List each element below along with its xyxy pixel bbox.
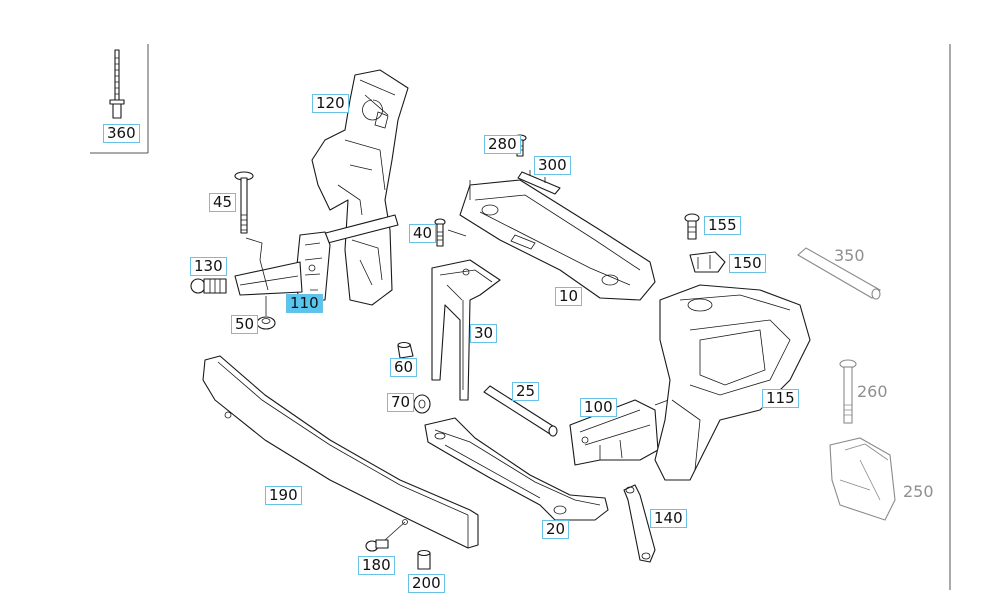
part-60-sleeve-drawing bbox=[397, 341, 414, 359]
callout-100[interactable]: 100 bbox=[580, 398, 617, 417]
diagram-frame bbox=[90, 44, 951, 590]
callout-40[interactable]: 40 bbox=[409, 224, 437, 243]
callout-25[interactable]: 25 bbox=[512, 382, 540, 401]
part-45-bolt-drawing bbox=[234, 171, 269, 291]
callout-50[interactable]: 50 bbox=[231, 315, 259, 334]
part-180-bolt-drawing bbox=[365, 539, 389, 552]
part-70-nut-drawing bbox=[413, 394, 431, 414]
callout-140[interactable]: 140 bbox=[650, 509, 687, 528]
callout-120[interactable]: 120 bbox=[312, 94, 349, 113]
part-40-bolt-drawing bbox=[434, 218, 467, 247]
callout-300[interactable]: 300 bbox=[534, 156, 571, 175]
callout-350[interactable]: 350 bbox=[834, 246, 865, 265]
part-100-bracket-drawing bbox=[569, 391, 691, 466]
callout-155[interactable]: 155 bbox=[704, 216, 741, 235]
callout-70[interactable]: 70 bbox=[387, 393, 415, 412]
part-260-bolt-drawing bbox=[839, 359, 857, 424]
callout-250[interactable]: 250 bbox=[903, 482, 934, 501]
callout-180[interactable]: 180 bbox=[358, 556, 395, 575]
callout-200[interactable]: 200 bbox=[408, 574, 445, 593]
callout-110[interactable]: 110 bbox=[286, 294, 323, 313]
part-190-bumper-beam-drawing bbox=[202, 355, 479, 549]
part-250-bracket-drawing bbox=[829, 437, 896, 521]
part-120-side-member-drawing bbox=[311, 69, 409, 306]
part-300-clip-drawing bbox=[517, 170, 561, 195]
part-155-bolt-drawing bbox=[684, 213, 700, 240]
callout-190[interactable]: 190 bbox=[265, 486, 302, 505]
callout-260[interactable]: 260 bbox=[857, 382, 888, 401]
part-25-rod-drawing bbox=[483, 385, 558, 437]
part-200-sleeve-drawing bbox=[417, 549, 431, 570]
callout-115[interactable]: 115 bbox=[762, 389, 799, 408]
part-20-lower-cross-member-drawing bbox=[424, 417, 609, 521]
part-130-bolt-drawing bbox=[190, 278, 227, 294]
callout-45[interactable]: 45 bbox=[209, 193, 237, 212]
callout-150[interactable]: 150 bbox=[729, 254, 766, 273]
part-150-clip-drawing bbox=[689, 251, 726, 273]
callout-60[interactable]: 60 bbox=[390, 358, 418, 377]
part-110-bracket-drawing bbox=[234, 231, 331, 301]
callout-10[interactable]: 10 bbox=[555, 287, 583, 306]
callout-20[interactable]: 20 bbox=[542, 520, 570, 539]
part-10-cross-member-drawing bbox=[459, 179, 656, 301]
part-360-bolt-drawing bbox=[109, 49, 125, 119]
part-30-strut-drawing bbox=[431, 259, 501, 401]
part-50-nut-drawing bbox=[256, 296, 276, 330]
callout-360[interactable]: 360 bbox=[103, 124, 140, 143]
callout-130[interactable]: 130 bbox=[190, 257, 227, 276]
part-115-side-member-drawing bbox=[654, 284, 811, 481]
callout-280[interactable]: 280 bbox=[484, 135, 521, 154]
callout-30[interactable]: 30 bbox=[470, 324, 498, 343]
part-140-link-rod-drawing bbox=[623, 484, 656, 563]
part-350-rod-drawing bbox=[797, 247, 881, 300]
